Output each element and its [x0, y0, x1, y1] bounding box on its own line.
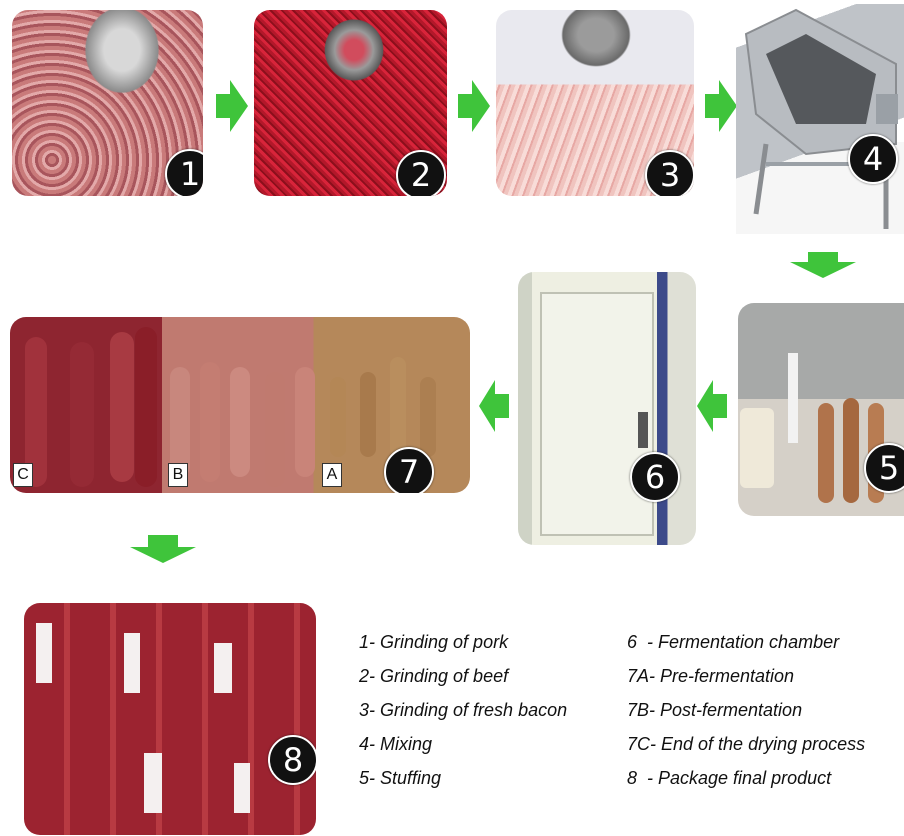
legend-item-6: 6 - Fermentation chamber [627, 625, 865, 659]
photo-grinding-bacon: 3 [496, 10, 694, 196]
sausage-b-3 [230, 367, 250, 477]
legend-item-7c: 7C- End of the drying process [627, 727, 865, 761]
sausage-a-4 [420, 377, 436, 457]
legend-right: 6 - Fermentation chamber 7A- Pre-ferment… [627, 625, 865, 795]
photo-grinding-pork: 1 [12, 10, 203, 196]
legend-item-8: 8 - Package final product [627, 761, 865, 795]
chamber-handle [638, 412, 648, 448]
arrow-down-4-to-5 [790, 252, 856, 278]
legend-item-1: 1- Grinding of pork [359, 625, 567, 659]
arrow-right-1-to-2 [216, 80, 248, 132]
legend-item-3: 3- Grinding of fresh bacon [359, 693, 567, 727]
sausage-b-1 [170, 367, 190, 477]
stage-label-c: C [13, 463, 33, 487]
sausage-a-1 [330, 377, 346, 457]
step-badge-4: 4 [848, 134, 898, 184]
arrow-down-7-to-8 [130, 535, 196, 563]
legend-item-7a: 7A- Pre-fermentation [627, 659, 865, 693]
sausage-c-2 [70, 342, 94, 487]
sausage-b-5 [295, 367, 315, 477]
stuffed-sausage-1 [818, 403, 834, 503]
arrow-right-2-to-3 [458, 80, 490, 132]
photo-drying-stages: C B A 7 [10, 317, 470, 493]
step-badge-6: 6 [630, 452, 680, 502]
stuffed-sausage-2 [843, 398, 859, 503]
step-badge-8: 8 [268, 735, 316, 785]
step-badge-2: 2 [396, 150, 446, 196]
stuffing-horn [788, 353, 798, 443]
sausage-a-2 [360, 372, 376, 457]
photo-grinding-beef: 2 [254, 10, 447, 196]
package-label-4 [144, 753, 162, 813]
mixer-machine-illustration [736, 4, 904, 234]
stage-label-b: B [168, 463, 188, 487]
step-badge-7: 7 [384, 447, 434, 493]
step-badge-3: 3 [645, 150, 694, 196]
sausage-c-3 [110, 332, 134, 482]
twine-spool [740, 408, 774, 488]
legend-item-7b: 7B- Post-fermentation [627, 693, 865, 727]
package-label-2 [124, 633, 140, 693]
arrow-left-5-to-6 [697, 380, 727, 432]
package-label-1 [36, 623, 52, 683]
package-label-3 [214, 643, 232, 693]
sausage-b-4 [265, 372, 285, 487]
legend-left: 1- Grinding of pork 2- Grinding of beef … [359, 625, 567, 795]
photo-fermentation-chamber: 6 [518, 272, 696, 545]
legend-item-2: 2- Grinding of beef [359, 659, 567, 693]
package-label-5 [234, 763, 250, 813]
sausage-a-3 [390, 357, 406, 457]
step-badge-1: 1 [165, 149, 203, 196]
chamber-door [540, 292, 654, 536]
photo-mixing-machine: 4 [736, 4, 904, 234]
legend-item-5: 5- Stuffing [359, 761, 567, 795]
arrow-left-6-to-7 [479, 380, 509, 432]
arrow-right-3-to-4 [705, 80, 737, 132]
sausage-c-4 [135, 327, 157, 487]
photo-packaged-product: 8 [24, 603, 316, 835]
legend-item-4: 4- Mixing [359, 727, 567, 761]
sausage-b-2 [200, 362, 220, 482]
photo-stuffing: 5 [738, 303, 904, 516]
stage-label-a: A [322, 463, 342, 487]
